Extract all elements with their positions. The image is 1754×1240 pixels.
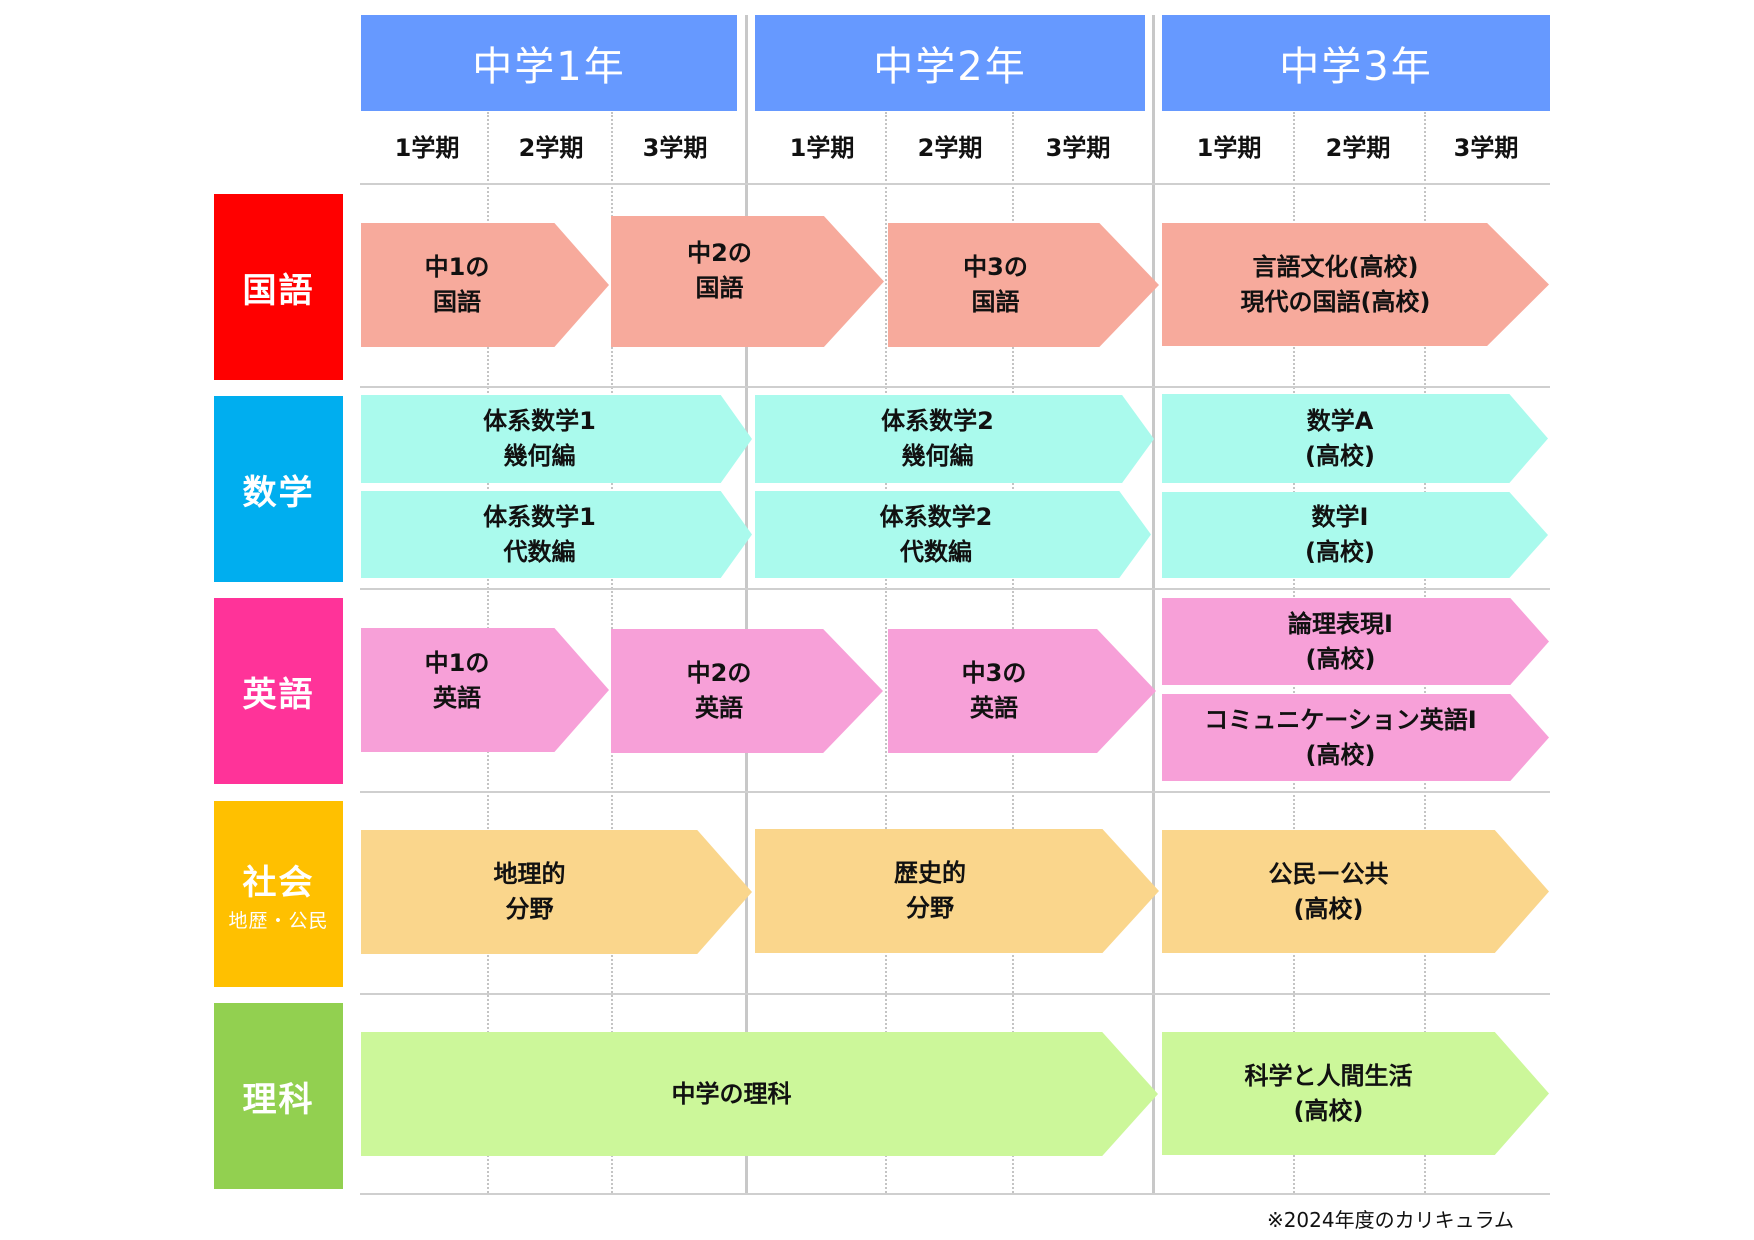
subject-name: 数学 <box>242 472 315 513</box>
course-arrow: 体系数学1 幾何編 <box>361 395 752 483</box>
course-arrow: 数学Ⅰ (高校) <box>1162 492 1548 578</box>
course-label: 数学Ⅰ (高校) <box>1305 503 1375 566</box>
course-arrow: 中2の 国語 <box>611 216 884 347</box>
row-divider <box>360 588 1550 590</box>
term-label: 3学期 <box>1453 133 1519 162</box>
year-header-3: 中学3年 <box>1162 15 1550 111</box>
course-label: 公民ー公共 (高校) <box>1268 859 1389 923</box>
year-divider <box>745 15 748 1193</box>
course-arrow: 中1の 国語 <box>361 223 609 347</box>
year-header-1: 中学1年 <box>361 15 737 111</box>
term-label: 3学期 <box>1045 133 1111 162</box>
course-arrow: 歴史的 分野 <box>755 829 1159 953</box>
course-arrow: 中3の 英語 <box>888 629 1156 753</box>
course-arrow: 中1の 英語 <box>361 628 609 752</box>
course-label: 体系数学1 幾何編 <box>483 407 596 470</box>
course-arrow: 論理表現Ⅰ (高校) <box>1162 598 1549 685</box>
subject-name: 理科 <box>242 1079 315 1120</box>
course-label: 中学の理科 <box>671 1079 792 1108</box>
course-label: 体系数学2 幾何編 <box>881 407 994 470</box>
row-divider <box>360 183 1550 185</box>
course-label: 体系数学2 代数編 <box>879 502 993 566</box>
year-header-2: 中学2年 <box>755 15 1145 111</box>
subject-name: 国語 <box>242 270 315 311</box>
course-arrow: コミュニケーション英語Ⅰ (高校) <box>1162 694 1549 781</box>
course-label: 体系数学1 代数編 <box>483 502 596 566</box>
course-arrow: 中学の理科 <box>361 1032 1158 1156</box>
course-label: 中2の 国語 <box>687 238 752 302</box>
term-label: 2学期 <box>1325 133 1391 162</box>
course-arrow: 公民ー公共 (高校) <box>1162 830 1549 953</box>
course-label: 論理表現Ⅰ (高校) <box>1288 609 1393 673</box>
course-label: 中2の 英語 <box>686 659 752 722</box>
course-arrow: 中3の 国語 <box>888 223 1159 347</box>
term-label: 2学期 <box>917 133 983 162</box>
course-label: 数学A (高校) <box>1305 406 1375 470</box>
course-arrow: 体系数学1 代数編 <box>361 491 752 578</box>
term-label: 1学期 <box>1196 133 1262 162</box>
course-label: 中1の 国語 <box>424 253 490 316</box>
subject-shakai: 社会 地歴・公民 <box>214 801 343 987</box>
course-arrow: 体系数学2 幾何編 <box>755 395 1154 483</box>
course-label: コミュニケーション英語Ⅰ (高校) <box>1204 705 1477 769</box>
term-label: 1学期 <box>394 133 460 162</box>
course-arrow: 体系数学2 代数編 <box>755 491 1151 578</box>
subject-eigo: 英語 <box>214 598 343 784</box>
subject-kokugo: 国語 <box>214 194 343 380</box>
subject-sugaku: 数学 <box>214 396 343 582</box>
subject-subtitle: 地歴・公民 <box>228 910 329 932</box>
subject-name: 社会 <box>242 863 315 903</box>
subject-name: 英語 <box>242 674 315 715</box>
row-divider <box>360 791 1550 793</box>
term-label: 2学期 <box>518 133 584 162</box>
course-arrow: 数学A (高校) <box>1162 394 1548 483</box>
course-label: 中1の 英語 <box>424 649 490 712</box>
term-divider <box>885 112 887 1193</box>
course-arrow: 言語文化(高校) 現代の国語(高校) <box>1162 223 1549 346</box>
course-label: 歴史的 分野 <box>894 859 966 922</box>
row-divider <box>360 386 1550 388</box>
subject-rika: 理科 <box>214 1003 343 1189</box>
term-label: 3学期 <box>642 133 708 162</box>
course-arrow: 科学と人間生活 (高校) <box>1162 1032 1549 1155</box>
row-divider <box>360 1193 1550 1195</box>
course-label: 中3の 国語 <box>963 253 1028 316</box>
curriculum-note: ※2024年度のカリキュラム <box>1266 1208 1514 1232</box>
term-label: 1学期 <box>789 133 855 162</box>
course-label: 地理的 分野 <box>493 860 566 923</box>
course-label: 中3の 英語 <box>961 659 1027 722</box>
course-label: 科学と人間生活 (高校) <box>1244 1061 1413 1125</box>
course-arrow: 地理的 分野 <box>361 830 752 954</box>
course-arrow: 中2の 英語 <box>611 629 883 753</box>
row-divider <box>360 993 1550 995</box>
year-divider <box>1152 15 1155 1193</box>
course-label: 言語文化(高校) 現代の国語(高校) <box>1240 252 1431 316</box>
